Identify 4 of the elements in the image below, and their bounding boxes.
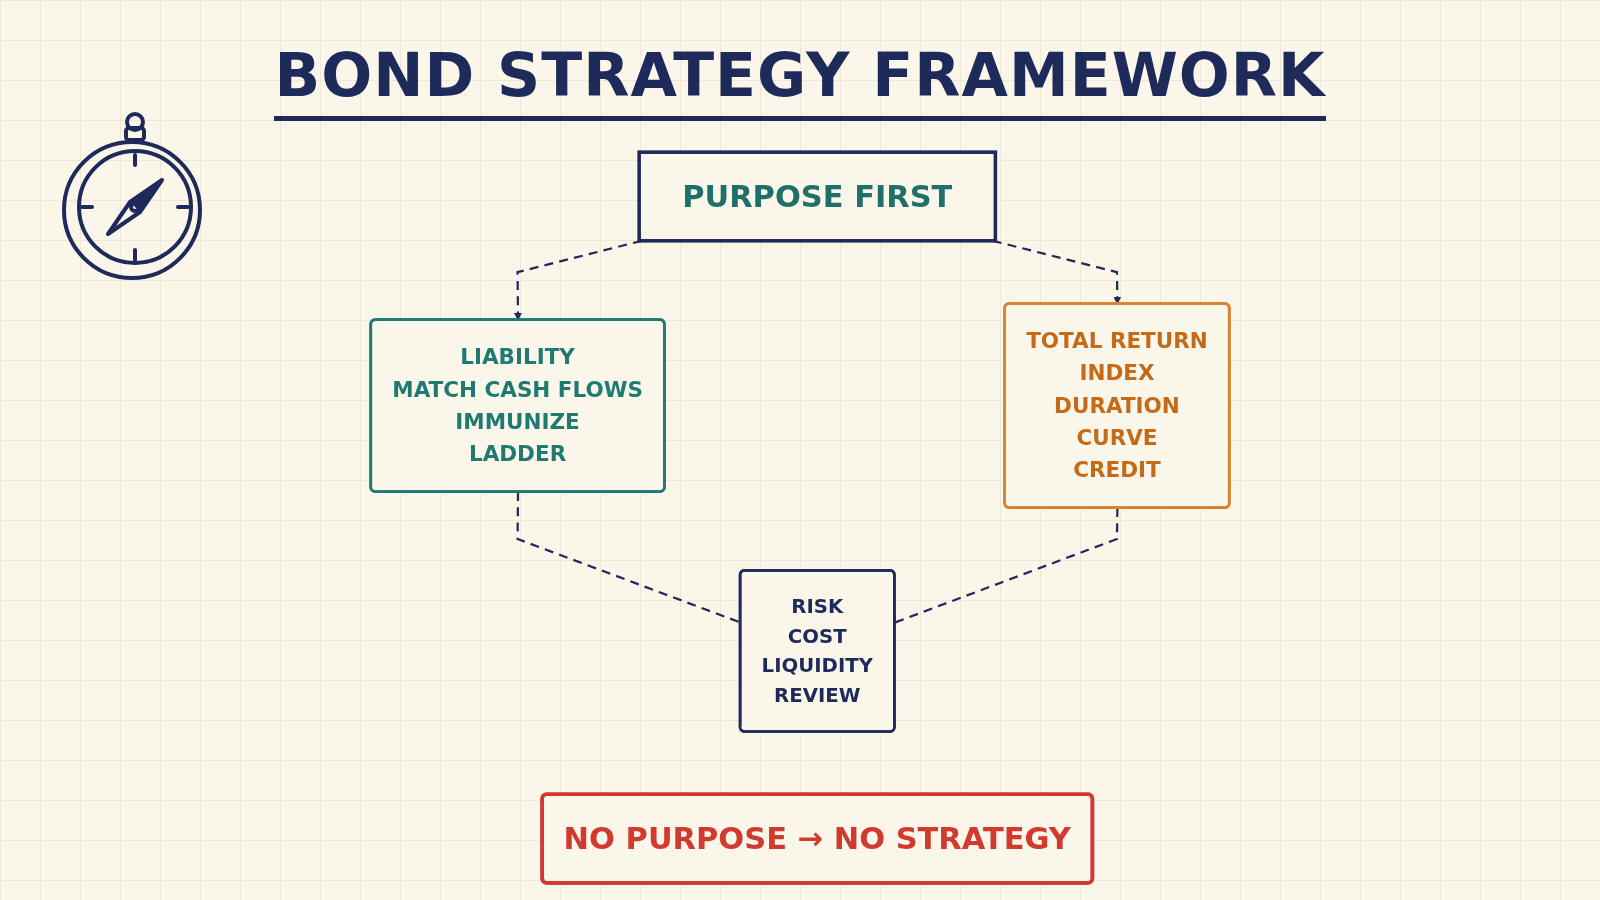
node-box: PURPOSE FIRST [637,150,998,243]
connector [516,491,741,624]
connector [894,508,1119,624]
diagram-title: BOND STRATEGY FRAMEWORK [274,40,1326,121]
